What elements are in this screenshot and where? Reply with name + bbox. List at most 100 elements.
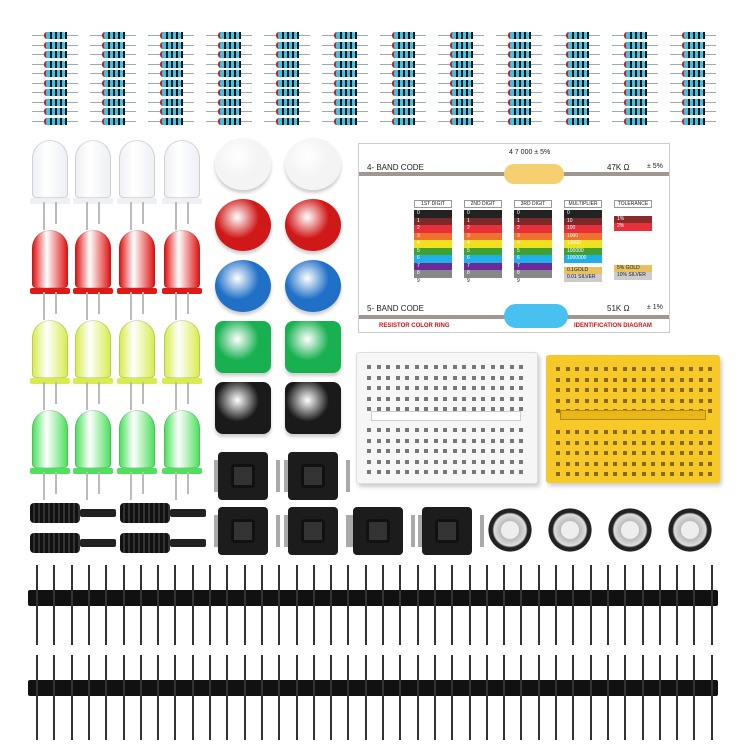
breadboard-hole — [376, 449, 381, 453]
resistor-band — [640, 70, 642, 77]
led-rim — [73, 378, 113, 384]
resistor-band — [176, 79, 178, 87]
resistor-band — [123, 117, 125, 125]
color-code-cell: 2 — [464, 225, 502, 233]
resistor-band — [340, 51, 342, 58]
breadboard-hole — [519, 386, 523, 390]
resistor-band — [635, 98, 637, 106]
breadboard-hole — [490, 365, 495, 369]
resistor-band — [181, 60, 183, 68]
breadboard-hole — [462, 407, 466, 411]
breadboard-hole — [395, 428, 400, 432]
header-pin — [70, 655, 73, 740]
resistor-body — [160, 70, 183, 77]
breadboard-hole — [367, 407, 371, 411]
resistor-band — [171, 117, 173, 125]
resistor-band — [408, 79, 410, 87]
resistor-band — [65, 79, 67, 87]
resistor — [496, 79, 542, 87]
breadboard-hole — [613, 398, 617, 403]
resistor-band — [287, 51, 289, 58]
breadboard-hole — [519, 396, 523, 401]
breadboard-hole — [689, 472, 693, 476]
resistor-body — [624, 70, 647, 77]
resistor — [554, 89, 600, 96]
led — [117, 410, 157, 500]
resistor — [148, 70, 194, 77]
led — [73, 410, 113, 500]
resistor-band — [181, 51, 183, 58]
resistor-band — [108, 51, 110, 58]
breadboard-hole — [490, 449, 495, 453]
breadboard-hole — [443, 459, 447, 464]
resistor-band — [640, 60, 642, 68]
resistor-body — [160, 98, 183, 106]
resistor-band — [166, 89, 168, 96]
header-pin — [710, 565, 713, 645]
resistor-band — [413, 108, 415, 115]
resistor-band — [292, 79, 294, 87]
resistor-band — [413, 60, 415, 68]
breadboard-hole — [395, 470, 400, 474]
breadboard-hole — [471, 470, 476, 474]
breadboard-hole — [565, 440, 570, 445]
resistor-band — [55, 98, 57, 106]
resistor — [554, 51, 600, 58]
color-code-cell: 10000 — [564, 240, 602, 248]
resistor — [264, 41, 310, 49]
resistor-band — [340, 70, 342, 77]
resistor-band — [50, 32, 52, 39]
resistor-band — [113, 70, 115, 77]
resistor — [496, 98, 542, 106]
header-pin — [399, 655, 402, 740]
resistor — [148, 98, 194, 106]
resistor-band — [456, 89, 458, 96]
breadboard-hole — [471, 449, 476, 453]
resistor — [90, 41, 136, 49]
breadboard-hole — [698, 461, 703, 466]
resistor-band — [630, 41, 632, 49]
resistor-band — [635, 79, 637, 87]
breadboard-hole — [603, 398, 608, 403]
header-pin — [330, 655, 333, 740]
breadboard-hole — [594, 472, 598, 476]
resistor-band — [703, 60, 705, 68]
breadboard-hole — [405, 396, 409, 401]
breadboard-hole — [405, 375, 409, 380]
resistor-band — [108, 89, 110, 96]
breadboard-hole — [433, 459, 438, 464]
breadboard-hole — [708, 409, 712, 413]
resistor-band — [703, 70, 705, 77]
breadboard-hole — [509, 428, 514, 432]
color-code-cell: 7 — [414, 262, 452, 270]
breadboard-hole — [679, 377, 684, 382]
resistor-band — [355, 79, 357, 87]
resistor-band — [229, 60, 231, 68]
resistor-band — [234, 41, 236, 49]
header-pin — [36, 565, 38, 645]
led-leg — [130, 292, 132, 320]
resistor-body — [566, 79, 589, 87]
breadboard-hole — [565, 377, 570, 382]
resistor-band — [239, 98, 241, 106]
breadboard-hole — [689, 367, 693, 371]
resistor-band — [60, 79, 62, 87]
resistor-band — [698, 60, 700, 68]
breadboard-hole — [471, 459, 476, 464]
resistor-band — [60, 70, 62, 77]
breadboard-hole — [594, 430, 598, 434]
breadboard-hole — [414, 396, 419, 401]
breadboard-hole — [575, 440, 579, 445]
button-cap — [285, 382, 341, 434]
resistor-band — [640, 41, 642, 49]
button-cap — [215, 260, 271, 312]
header-pin — [243, 655, 246, 740]
breadboard-hole — [556, 451, 560, 455]
resistor-band — [118, 79, 120, 87]
breadboard-hole — [395, 459, 400, 464]
resistor-band — [461, 41, 463, 49]
resistor-band — [461, 70, 463, 77]
header-pin — [122, 565, 125, 645]
resistor — [496, 89, 542, 96]
